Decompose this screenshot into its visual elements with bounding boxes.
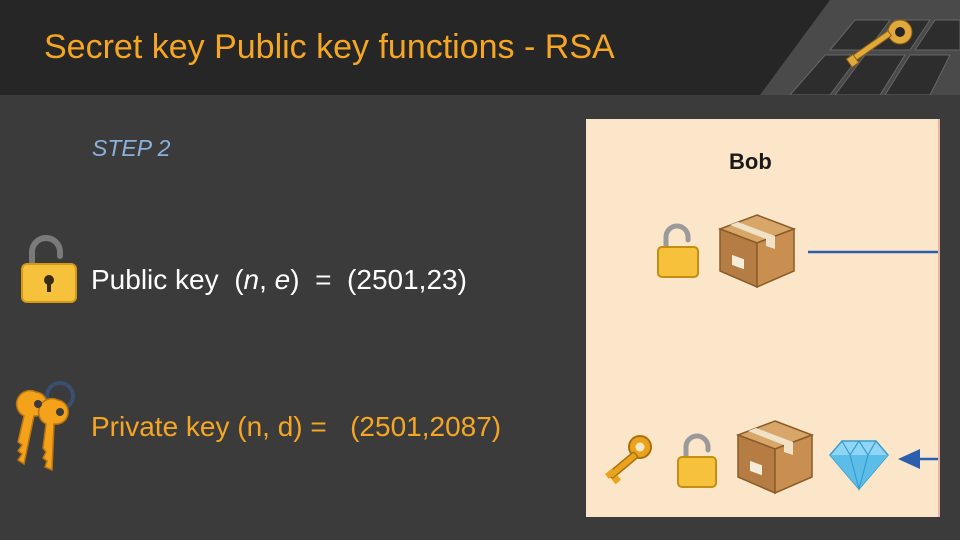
public-key-paren-open: ( [234,264,244,295]
keys-icon [15,381,75,472]
public-key-paren-close: ) [290,264,300,295]
public-key-line: Public key (n, e) = (2501,23) [91,264,467,296]
public-key-comma: , [259,264,275,295]
private-key-label: Private key (n, d) = [91,411,327,442]
keyboard-key-decoration-icon [760,0,960,95]
private-key-value: (2501,2087) [350,411,502,442]
title-bar: Secret key Public key functions - RSA [0,0,960,95]
private-key-line: Private key (n, d) = (2501,2087) [91,411,501,443]
panel-title: Bob [729,149,772,174]
diamond-icon [829,439,889,491]
package-icon [717,214,797,289]
bob-panel: Bob [586,119,940,517]
open-lock-icon [657,223,699,278]
public-key-value: (2501,23) [347,264,467,295]
open-lock-icon [21,235,77,303]
public-key-equals: = [315,264,332,295]
page-title: Secret key Public key functions - RSA [44,28,615,66]
open-lock-icon [677,433,717,488]
public-key-label: Public key [91,264,219,295]
arrow-right-line [808,250,938,254]
gold-key-icon [605,435,652,485]
package-icon [735,420,815,495]
public-key-n: n [243,264,260,295]
step-label: STEP 2 [92,135,171,161]
public-key-e: e [274,264,291,295]
arrow-left-head [898,449,938,469]
